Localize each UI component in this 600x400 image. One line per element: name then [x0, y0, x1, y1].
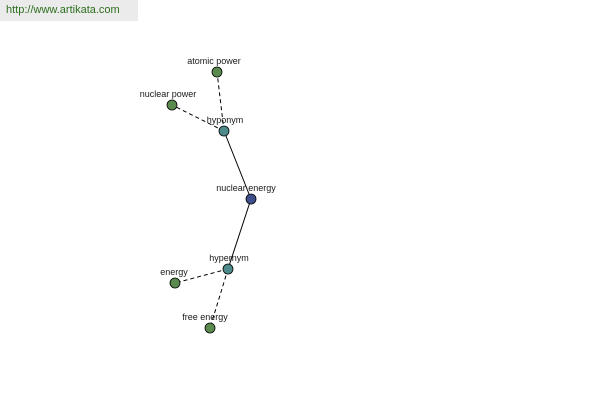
node-atomic-power[interactable]: [211, 66, 223, 78]
link-hypernym-free-energy: [209, 268, 229, 329]
label-nuclear-power[interactable]: nuclear power: [140, 89, 197, 99]
label-hypernym: hypernym: [209, 253, 249, 263]
label-center-term[interactable]: nuclear energy: [216, 183, 276, 193]
node-nuclear-power[interactable]: [166, 99, 178, 111]
label-hyponym: hyponym: [207, 115, 244, 125]
link-center-hyponym: [223, 130, 252, 200]
node-hyponym[interactable]: [218, 125, 230, 137]
node-center-term[interactable]: [245, 193, 257, 205]
link-center-hypernym: [227, 198, 252, 270]
source-url-banner[interactable]: http://www.artikata.com: [0, 0, 138, 21]
node-energy[interactable]: [169, 277, 181, 289]
node-hypernym[interactable]: [222, 263, 234, 275]
label-energy[interactable]: energy: [160, 267, 188, 277]
node-free-energy[interactable]: [204, 322, 216, 334]
link-hyponym-atomic-power: [216, 71, 225, 132]
link-hypernym-energy: [174, 268, 229, 284]
link-hyponym-nuclear-power: [171, 104, 225, 132]
label-atomic-power[interactable]: atomic power: [187, 56, 241, 66]
label-free-energy[interactable]: free energy: [182, 312, 228, 322]
